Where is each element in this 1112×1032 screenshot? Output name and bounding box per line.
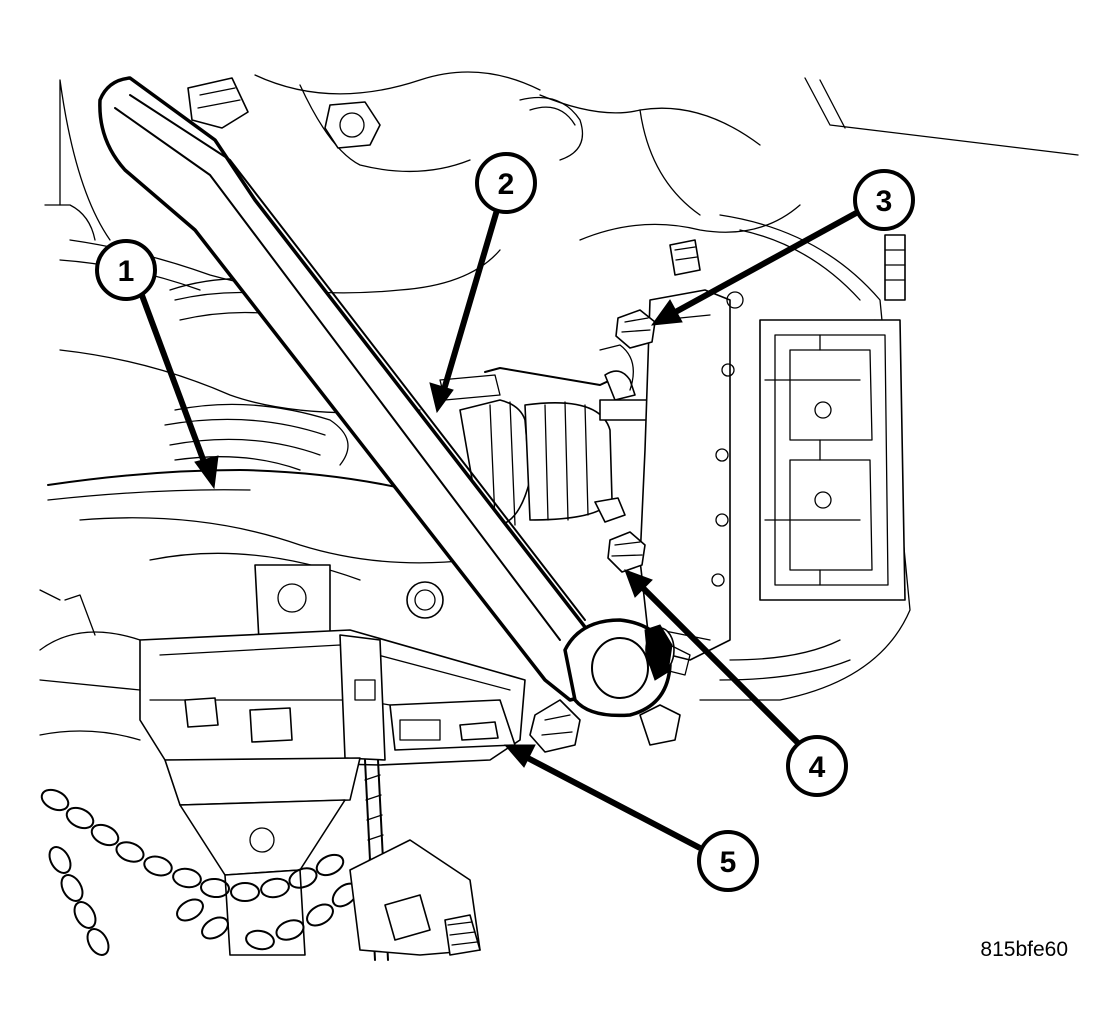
leader-1 [137,288,210,472]
arrowhead-3 [650,299,683,326]
safety-chain [40,788,359,956]
callout-circle [853,169,915,231]
callout-circle [95,239,157,301]
leader-4 [635,580,803,748]
leader-5 [520,752,702,851]
callout-3: 3 [853,169,915,231]
crossmember-bracket [39,564,526,766]
callout-circle [697,830,759,892]
callout-2: 2 [475,152,537,214]
arrowhead-5 [503,744,536,768]
callout-circle [475,152,537,214]
callout-label: 2 [498,168,515,201]
upper-strut-rod [98,76,691,718]
background-body-linework [44,71,1079,241]
leader-2 [440,209,500,394]
callout-label: 1 [118,255,135,288]
callout-5: 5 [697,830,759,892]
caliper-bolt-upper [615,309,656,349]
callout-label: 5 [720,846,737,879]
jack-stand [164,757,389,961]
arrowhead-2 [429,382,454,414]
callout-1: 1 [95,239,157,301]
leader-3 [668,209,860,318]
arrowhead-1 [194,455,219,490]
callout-label: 4 [809,751,826,784]
knuckle-bolts [406,581,681,753]
caliper-bolt-lower [594,497,646,573]
callout-circle [786,735,848,797]
brake-caliper [759,234,906,601]
arrowhead-4 [624,569,653,598]
callout-leaders [137,209,860,851]
figure-id: 815bfe60 [980,938,1068,961]
callout-label: 3 [876,185,893,218]
tie-rod-boot [439,367,651,526]
floor-jack [349,839,481,956]
callout-4: 4 [786,735,848,797]
